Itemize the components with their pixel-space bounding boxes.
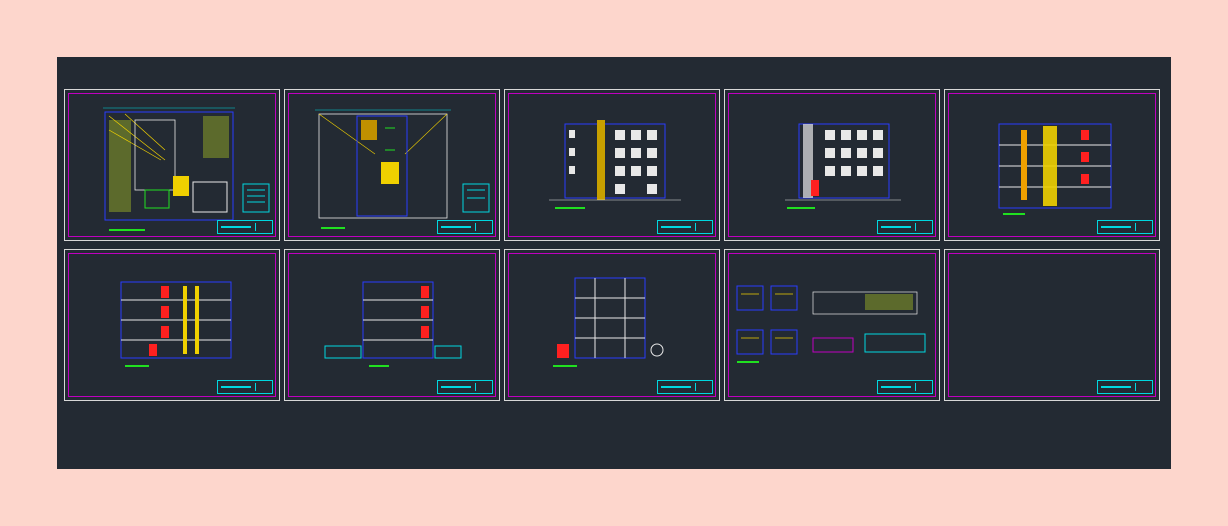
details-drawing bbox=[736, 285, 926, 363]
section-drawing bbox=[998, 123, 1112, 215]
title-block bbox=[437, 220, 493, 234]
title-block bbox=[1097, 220, 1153, 234]
sheet-inner-border bbox=[68, 253, 276, 397]
sheet-section-2[interactable] bbox=[64, 249, 280, 401]
sheet-inner-border bbox=[948, 93, 1156, 237]
title-block bbox=[217, 380, 273, 394]
sheet-blank[interactable] bbox=[944, 249, 1160, 401]
sheet-floor-plan-1[interactable] bbox=[64, 89, 280, 241]
sheet-inner-border bbox=[68, 93, 276, 237]
sheet-details[interactable] bbox=[724, 249, 940, 401]
sheet-inner-border bbox=[948, 253, 1156, 397]
drawing-canvas[interactable] bbox=[57, 57, 1171, 469]
elevation-drawing bbox=[785, 123, 901, 209]
section-drawing bbox=[553, 277, 664, 367]
sheet-inner-border bbox=[288, 253, 496, 397]
title-block bbox=[877, 220, 933, 234]
sheet-inner-border bbox=[728, 253, 936, 397]
floor-plan-drawing bbox=[103, 107, 270, 231]
sheet-section-4[interactable] bbox=[504, 249, 720, 401]
section-drawing bbox=[324, 281, 462, 367]
sheet-inner-border bbox=[508, 93, 716, 237]
sheet-floor-plan-2[interactable] bbox=[284, 89, 500, 241]
sheet-elevation-2[interactable] bbox=[724, 89, 940, 241]
title-block bbox=[657, 380, 713, 394]
sheet-inner-border bbox=[288, 93, 496, 237]
title-block bbox=[437, 380, 493, 394]
title-block bbox=[217, 220, 273, 234]
sheet-section-1[interactable] bbox=[944, 89, 1160, 241]
title-block bbox=[657, 220, 713, 234]
floor-plan-drawing bbox=[315, 109, 490, 229]
title-block bbox=[877, 380, 933, 394]
sheet-inner-border bbox=[508, 253, 716, 397]
sheet-section-3[interactable] bbox=[284, 249, 500, 401]
section-drawing bbox=[120, 281, 232, 367]
sheet-inner-border bbox=[728, 93, 936, 237]
elevation-drawing bbox=[549, 120, 681, 209]
title-block bbox=[1097, 380, 1153, 394]
sheet-elevation-1[interactable] bbox=[504, 89, 720, 241]
